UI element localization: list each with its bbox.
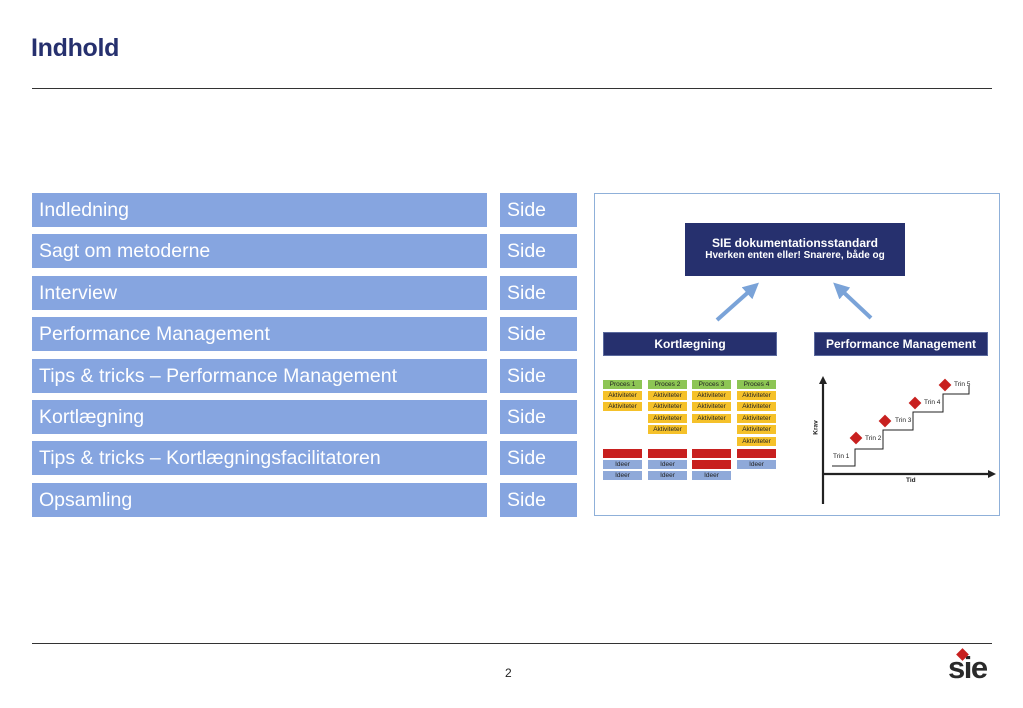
sie-standard-subtitle: Hverken enten eller! Snarere, både og: [705, 250, 885, 261]
kortlaegning-cell: Aktiviteter: [692, 402, 731, 411]
toc-item-label[interactable]: Tips & tricks – Kortlægningsfacilitatore…: [32, 441, 487, 475]
sie-standard-box: SIE dokumentationsstandard Hverken enten…: [685, 223, 905, 276]
kortlaegning-cell: Proces 2: [648, 380, 687, 389]
toc-item-label[interactable]: Opsamling: [32, 483, 487, 517]
toc-item-label[interactable]: Kortlægning: [32, 400, 487, 434]
toc-item-page[interactable]: Side: [500, 234, 577, 268]
kortlaegning-cell: Ideer: [737, 460, 776, 469]
kortlaegning-cell: Aktiviteter: [692, 414, 731, 423]
toc-item-label[interactable]: Indledning: [32, 193, 487, 227]
kortlaegning-cell: Aktiviteter: [648, 402, 687, 411]
step-diamond-icon: [938, 378, 952, 392]
toc-item-page[interactable]: Side: [500, 483, 577, 517]
step-label: Trin 3: [895, 417, 912, 424]
step-diamond-icon: [908, 396, 922, 410]
toc-item-label[interactable]: Interview: [32, 276, 487, 310]
kortlaegning-cell: Spild: [692, 449, 731, 458]
toc-item-page[interactable]: Side: [500, 317, 577, 351]
kortlaegning-cell: Aktiviteter: [648, 391, 687, 400]
y-axis-arrow-icon: [819, 376, 827, 384]
kortlaegning-cell: Aktiviteter: [648, 425, 687, 434]
toc-item-label[interactable]: Sagt om metoderne: [32, 234, 487, 268]
kortlaegning-cell: Proces 1: [603, 380, 642, 389]
x-axis-arrow-icon: [988, 470, 996, 478]
toc-item-page[interactable]: Side: [500, 441, 577, 475]
kortlaegning-header: Kortlægning: [603, 332, 777, 356]
performance-management-header: Performance Management: [814, 332, 988, 356]
kortlaegning-cell: Proces 4: [737, 380, 776, 389]
kortlaegning-cell: Aktiviteter: [648, 414, 687, 423]
kortlaegning-cell: Ideer: [603, 460, 642, 469]
kortlaegning-cell: Aktiviteter: [737, 402, 776, 411]
staircase-line: [832, 386, 970, 467]
sie-logo: sie: [948, 650, 988, 685]
step-label: Trin 2: [865, 435, 882, 442]
y-axis-label: Krav: [812, 420, 820, 435]
kortlaegning-cell: Spild: [603, 449, 642, 458]
step-diamond-icon: [849, 431, 863, 445]
kortlaegning-cell: Spild: [692, 460, 731, 469]
kortlaegning-cell: Ideer: [648, 460, 687, 469]
kortlaegning-cell: Aktiviteter: [603, 402, 642, 411]
kortlaegning-cell: Aktiviteter: [737, 391, 776, 400]
step-label: Trin 5: [954, 381, 971, 388]
step-label: Trin 4: [924, 399, 941, 406]
kortlaegning-cell: Ideer: [603, 471, 642, 480]
sie-standard-title: SIE dokumentationsstandard: [711, 236, 879, 250]
step-label: Trin 1: [833, 453, 850, 460]
toc-item-label[interactable]: Performance Management: [32, 317, 487, 351]
toc-item-page[interactable]: Side: [500, 359, 577, 393]
page-title: Indhold: [31, 34, 120, 62]
figure-arrows: [715, 282, 873, 322]
performance-staircase-chart: [819, 376, 996, 504]
x-axis-label: Tid: [906, 477, 916, 484]
kortlaegning-cell: Aktiviteter: [603, 391, 642, 400]
page-number: 2: [505, 666, 512, 680]
kortlaegning-cell: Ideer: [648, 471, 687, 480]
up-arrow-right-icon: [833, 282, 873, 320]
top-divider: [32, 88, 992, 89]
bottom-divider: [32, 643, 992, 644]
methods-figure: SIE dokumentationsstandard Hverken enten…: [594, 193, 1000, 516]
step-diamond-icon: [878, 414, 892, 428]
kortlaegning-cell: Aktiviteter: [737, 437, 776, 446]
toc-item-page[interactable]: Side: [500, 400, 577, 434]
kortlaegning-cell: Aktiviteter: [737, 414, 776, 423]
kortlaegning-cell: Aktiviteter: [737, 425, 776, 434]
toc-item-page[interactable]: Side: [500, 193, 577, 227]
kortlaegning-cell: Spild: [648, 449, 687, 458]
kortlaegning-cell: Ideer: [692, 471, 731, 480]
kortlaegning-cell: Aktiviteter: [692, 391, 731, 400]
kortlaegning-cell: Spild: [737, 449, 776, 458]
toc-item-page[interactable]: Side: [500, 276, 577, 310]
toc-item-label[interactable]: Tips & tricks – Performance Management: [32, 359, 487, 393]
kortlaegning-cell: Proces 3: [692, 380, 731, 389]
up-arrow-left-icon: [715, 282, 759, 322]
